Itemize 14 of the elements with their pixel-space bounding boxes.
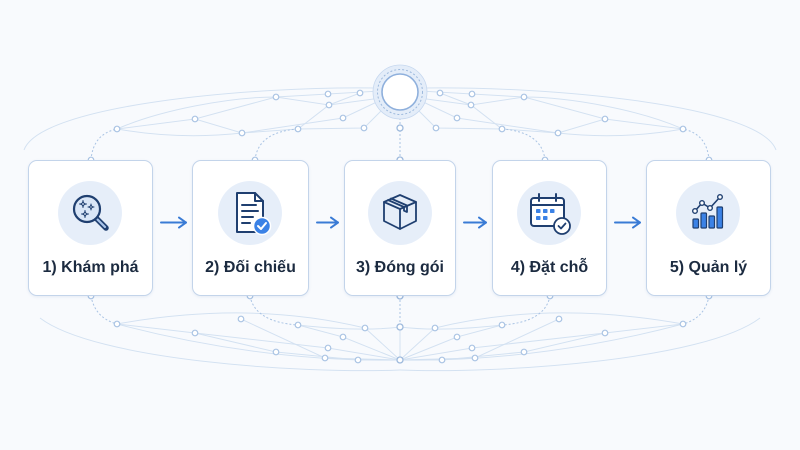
step-label: 3) Đóng gói [356, 258, 444, 278]
step-card [344, 160, 456, 296]
step-label: 1) Khám phá [42, 258, 138, 278]
step-label: 4) Đặt chỗ [510, 258, 588, 278]
step-card [646, 160, 771, 296]
step-label: 2) Đối chiếu [205, 258, 296, 278]
arrow [463, 216, 487, 229]
arrow [160, 216, 187, 229]
arrow [316, 216, 339, 229]
step-card [492, 160, 607, 296]
step-card [28, 160, 153, 296]
step-label: 5) Quản lý [670, 258, 748, 278]
step-card [192, 160, 309, 296]
arrow [614, 216, 641, 229]
